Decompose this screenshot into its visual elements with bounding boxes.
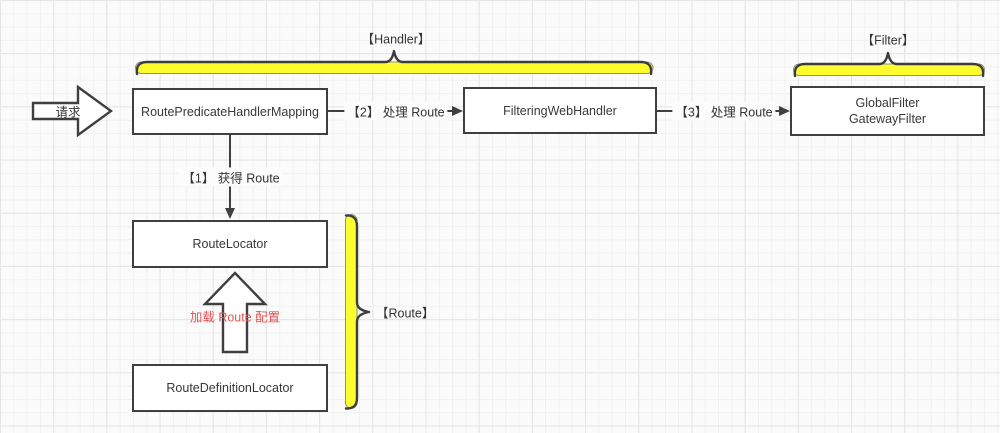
route-brace-icon [344,214,371,410]
connector-step2-arrowhead-icon [452,106,463,116]
connector-step3-arrowhead-icon [779,106,790,116]
connector-step3-label: 【3】 处理 Route [672,101,776,121]
box-route-definition-locator: RouteDefinitionLocator [132,364,328,412]
box-label-line1: GlobalFilter [855,96,920,110]
route-brace-label: 【Route】 [376,306,435,321]
box-label: RoutePredicateHandlerMapping [141,104,319,119]
box-label: RouteLocator [192,237,268,251]
box-filtering-web-handler: FilteringWebHandler [463,87,657,134]
box-route-locator: RouteLocator [132,220,328,268]
filter-brace-icon [793,51,985,78]
handler-brace-label: 【Handler】 [361,32,431,47]
box-label-line2: GatewayFilter [848,112,927,126]
request-arrow-icon [31,84,113,138]
filter-brace-label: 【Filter】 [861,33,915,48]
box-label: RouteDefinitionLocator [166,381,294,395]
connector-step2-label: 【2】 处理 Route [344,101,448,121]
connector-step1-arrowhead-icon [225,208,235,219]
handler-brace-icon [135,49,654,76]
box-route-predicate-handler-mapping: RoutePredicateHandlerMapping [132,88,328,135]
request-arrow-label: 请求 [55,105,81,120]
box-label: FilteringWebHandler [503,103,617,118]
load-route-config-label: 加载 Route 配置 [189,310,281,325]
load-config-arrow-icon [202,271,268,354]
connector-step1-label: 【1】 获得 Route [179,167,283,187]
box-global-filter: GlobalFilter GatewayFilter [790,86,985,136]
